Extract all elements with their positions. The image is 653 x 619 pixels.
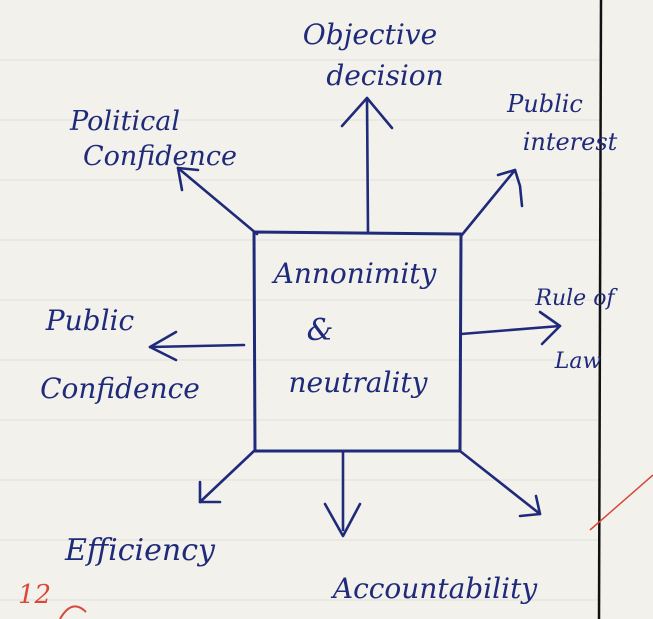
node-left-line-2: Confidence <box>40 372 200 405</box>
node-top-line-1: Objective <box>303 18 437 51</box>
arrowhead-bottom <box>323 502 362 538</box>
margin-line <box>597 0 603 619</box>
arrowhead-bottom-left <box>198 480 222 504</box>
node-left-line-1: Public <box>45 304 135 337</box>
arrow-top-left <box>176 166 259 236</box>
center-line-1: Annonimity <box>271 257 438 290</box>
red-squiggle <box>59 605 87 619</box>
arrowhead-top-left <box>176 166 200 192</box>
arrowhead-right <box>538 310 562 346</box>
center-line-3: neutrality <box>289 366 429 399</box>
node-bottom-label: Accountability <box>330 572 538 605</box>
arrow-bottom-left <box>198 449 256 504</box>
node-top-right-line-2: interest <box>523 128 618 156</box>
arrow-left <box>148 343 246 349</box>
arrow-right <box>459 324 562 336</box>
node-right-line-1: Rule of <box>534 286 618 311</box>
arrow-top <box>365 96 370 234</box>
node-top-left-line-2: Confidence <box>83 141 237 172</box>
node-bottom-left-label: Efficiency <box>64 533 216 568</box>
node-top-line-2: decision <box>326 59 443 92</box>
center-line-2: & <box>307 313 334 348</box>
node-top-right-line-1: Public <box>506 90 583 118</box>
arrowhead-left <box>148 330 178 362</box>
arrow-bottom-right <box>458 449 542 516</box>
arrow-top-right <box>459 168 517 238</box>
red-margin-mark: 12 <box>18 580 51 610</box>
red-diagonal-mark <box>589 474 653 531</box>
arrowhead-top <box>340 96 394 130</box>
node-right-line-2: Law <box>554 349 602 374</box>
node-top-left-line-1: Political <box>69 106 180 137</box>
arrowhead-top-right <box>496 168 524 208</box>
arrowhead-bottom-right <box>518 494 542 518</box>
ruled-lines <box>0 59 600 601</box>
